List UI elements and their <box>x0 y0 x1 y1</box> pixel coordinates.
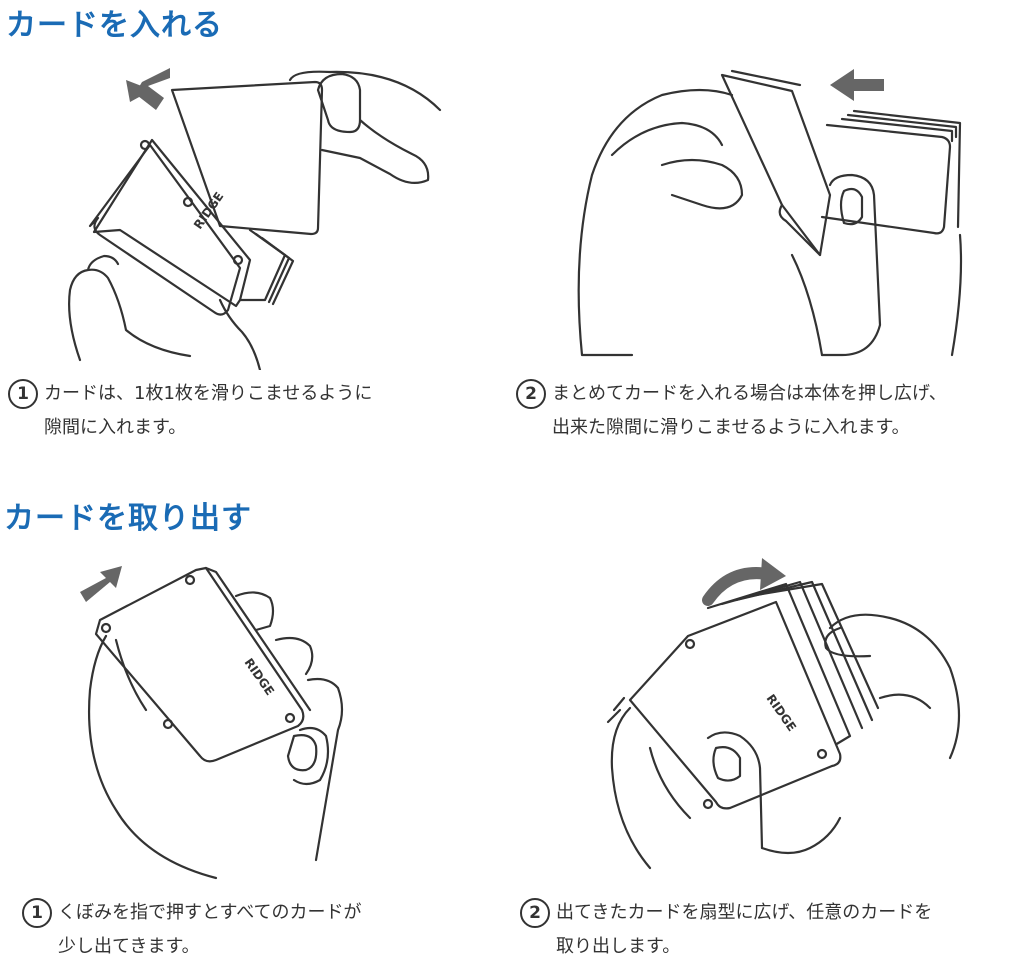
arrow-icon <box>130 68 170 110</box>
arrow-icon <box>830 69 884 101</box>
step-number-badge: 2 <box>516 379 546 409</box>
caption-line: まとめてカードを入れる場合は本体を押し広げ、 <box>552 383 947 404</box>
arrow-icon <box>702 567 774 606</box>
arrow-icon <box>80 566 122 602</box>
caption-line: 出来た隙間に滑りこませるように入れます。 <box>552 417 910 438</box>
section-title-remove: カードを取り出す <box>4 501 252 536</box>
step-number-badge: 1 <box>8 379 38 409</box>
caption-line: カードは、1枚1枚を滑りこませるように <box>44 383 373 404</box>
step-number-badge: 1 <box>22 898 52 928</box>
illustration-insert-multiple <box>572 55 972 365</box>
caption-insert-step-1: 1 カードは、1枚1枚を滑りこませるように 隙間に入れます。 <box>8 377 372 445</box>
caption-line: 少し出てきます。 <box>58 936 200 957</box>
illustration-fan-out: RIDGE <box>590 548 970 878</box>
caption-remove-step-1: 1 くぼみを指で押すとすべてのカードが 少し出てきます。 <box>22 896 361 964</box>
caption-insert-step-2: 2 まとめてカードを入れる場合は本体を押し広げ、 出来た隙間に滑りこませるように入… <box>516 377 947 445</box>
caption-line: 取り出します。 <box>556 936 681 957</box>
caption-line: くぼみを指で押すとすべてのカードが <box>58 902 362 923</box>
caption-line: 隙間に入れます。 <box>44 417 187 438</box>
illustration-insert-single: RIDGE <box>60 50 460 370</box>
section-title-insert: カードを入れる <box>6 8 223 43</box>
illustration-push-out: RIDGE <box>76 560 376 880</box>
step-number-badge: 2 <box>520 898 550 928</box>
caption-remove-step-2: 2 出てきたカードを扇型に広げ、任意のカードを 取り出します。 <box>520 896 932 964</box>
caption-line: 出てきたカードを扇型に広げ、任意のカードを <box>556 902 933 923</box>
